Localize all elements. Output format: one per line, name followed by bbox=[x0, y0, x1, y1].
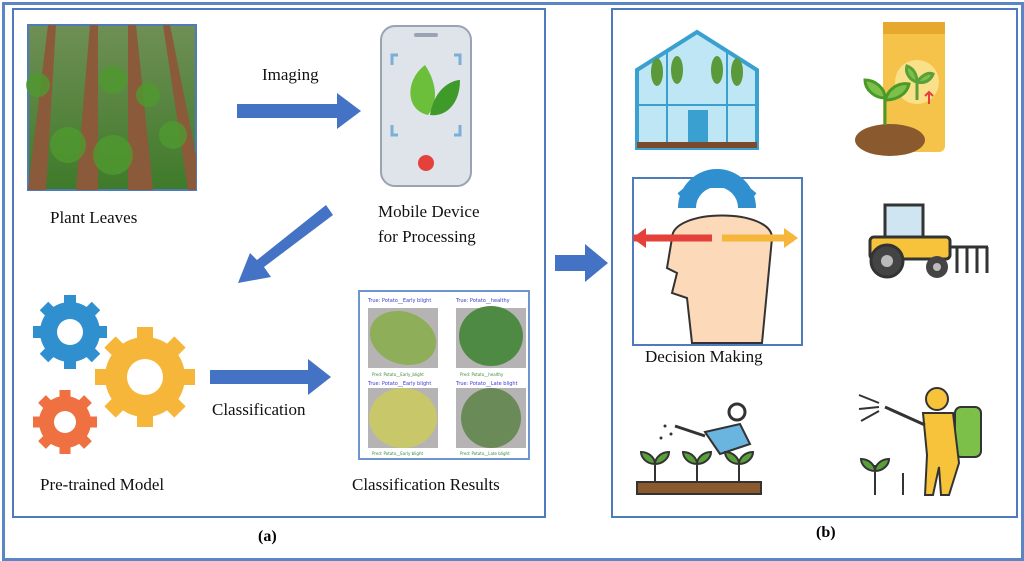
mobile-device-label-2: for Processing bbox=[378, 227, 476, 246]
classification-results-label: Classification Results bbox=[352, 475, 500, 494]
result-pred-1: Pred: Potato__Early_blight bbox=[372, 372, 424, 377]
result-true-2: True: Potato__healthy bbox=[455, 298, 510, 304]
result-true-1: True: Potato__Early blight bbox=[367, 298, 431, 304]
watering-plants-icon bbox=[636, 402, 762, 495]
decision-making-label: Decision Making bbox=[645, 347, 763, 366]
panel-b bbox=[611, 8, 1018, 518]
pretrained-model-label: Pre-trained Model bbox=[40, 475, 165, 494]
panel-b-label: (b) bbox=[816, 524, 836, 541]
classification-label: Classification bbox=[212, 400, 306, 419]
plant-field-image bbox=[26, 24, 197, 191]
to-model-arrow bbox=[238, 205, 333, 283]
result-pred-3: Pred: Potato__Early blight bbox=[372, 451, 423, 456]
panel-a bbox=[12, 8, 546, 518]
mobile-device-label-1: Mobile Device bbox=[378, 202, 480, 221]
plant-leaves-label: Plant Leaves bbox=[50, 208, 138, 227]
result-pred-2: Pred: Potato__healthy bbox=[460, 372, 504, 377]
decision-making-icon bbox=[632, 169, 798, 344]
fertilizer-icon bbox=[855, 22, 945, 156]
pesticide-sprayer-icon bbox=[858, 387, 982, 496]
panel-connector-arrow bbox=[555, 244, 608, 282]
imaging-arrow bbox=[237, 93, 361, 129]
result-pred-4: Pred: Potato__Late blight bbox=[460, 451, 510, 456]
classification-arrow bbox=[210, 359, 331, 395]
result-true-4: True: Potato__Late blight bbox=[455, 381, 518, 387]
tractor-icon bbox=[868, 203, 989, 279]
panel-a-label: (a) bbox=[258, 528, 277, 545]
mobile-phone-icon bbox=[380, 25, 472, 187]
greenhouse-icon bbox=[635, 29, 759, 150]
result-true-3: True: Potato__Early blight bbox=[367, 381, 431, 387]
imaging-label: Imaging bbox=[262, 65, 319, 84]
classification-results-image: True: Potato__Early blight True: Potato_… bbox=[358, 290, 530, 460]
gears-icon bbox=[33, 295, 195, 454]
